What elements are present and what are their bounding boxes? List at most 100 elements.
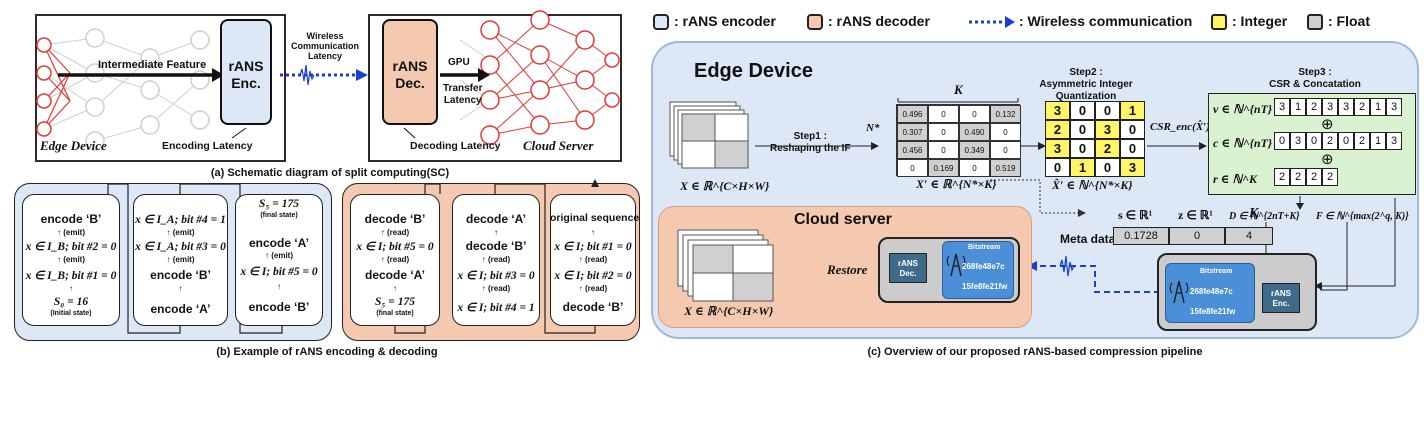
restore-label: Restore	[827, 262, 868, 277]
v-vector-cell: 1	[1370, 98, 1386, 116]
c-vector-cell: 0	[1274, 132, 1290, 150]
float-matrix-cell: 0	[928, 105, 959, 123]
oplus-1: ⊕	[1321, 116, 1334, 133]
oplus-2: ⊕	[1321, 151, 1334, 168]
enc2-line-1: ↑ (emit)	[166, 228, 195, 237]
int-matrix-cell: 0	[1070, 120, 1095, 139]
dec-col-2	[452, 194, 540, 326]
int-matrix-cell: 3	[1095, 120, 1120, 139]
cloud-bitstream-box	[942, 241, 1014, 299]
dec2-line-5: ↑ (read)	[481, 284, 511, 293]
float-matrix-cell: 0.307	[897, 123, 928, 141]
dec1-line-6: S₅ = 175	[375, 296, 415, 308]
step1-label-line1: Step1 :	[793, 131, 827, 142]
c-vector-cell: 0	[1306, 132, 1322, 150]
rans-dec-label-a2: Dec.	[395, 75, 425, 91]
dec-col-1-content: decode ‘B’ ↑ (read) x ∈ I; bit #5 = 0 ↑ …	[350, 194, 440, 326]
dec2-line-4: x ∈ I; bit #3 = 0	[457, 270, 535, 282]
enc1-line-2: x ∈ I_B; bit #2 = 0	[25, 241, 117, 253]
v-vector-cell: 2	[1306, 98, 1322, 116]
rans-enc-label-a2: Enc.	[231, 75, 261, 91]
dec1-line-1: ↑ (read)	[380, 228, 410, 237]
panel-a-cloud-frame	[368, 14, 622, 162]
enc-col-2	[133, 194, 228, 326]
dec-col-3	[550, 194, 636, 326]
legend-decoder-label: : rANS decoder	[828, 13, 930, 29]
enc3-line-0: S₅ = 175	[259, 198, 299, 210]
cloud-bitstream-line2: 15fe8fe21fw	[962, 282, 1008, 291]
r-vector-cell: 2	[1290, 168, 1306, 186]
edge-antenna-icon	[1168, 277, 1190, 310]
meta-header-z: z ∈ ℝ¹	[1178, 208, 1213, 222]
transfer-latency-line1: Transfer	[443, 83, 483, 94]
edge-rans-enc-line2: Enc.	[1272, 299, 1290, 308]
enc-col-3	[235, 194, 323, 326]
c-vector-cell: 1	[1370, 132, 1386, 150]
dec2-line-0: decode ‘A’	[465, 212, 527, 226]
int-matrix-cell: 0	[1120, 120, 1145, 139]
float-matrix-cell: 0.519	[990, 159, 1021, 177]
f-label: F ∈ ℕ^{max(2^q, K)}	[1316, 211, 1409, 222]
dec2-line-6: x ∈ I; bit #4 = 1	[457, 302, 535, 314]
dec3-line-2: x ∈ I; bit #1 = 0	[554, 241, 632, 253]
k-label-top: K	[954, 82, 963, 97]
int-matrix-cell: 0	[1095, 158, 1120, 177]
legend-integer-label: : Integer	[1232, 13, 1288, 29]
x-prime-label: X′ ∈ ℝ^{N*×K}	[916, 177, 997, 191]
int-matrix-cell: 3	[1120, 158, 1145, 177]
cloud-bitstream-title: Bitstream	[968, 244, 1001, 251]
enc-col-3-content: S₅ = 175 (final state) encode ‘A’ ↑ (emi…	[235, 194, 323, 326]
edge-rans-enc-line1: rANS	[1270, 289, 1291, 298]
enc1-line-5: ↑	[69, 284, 73, 293]
meta-value-s: 0.1728	[1113, 227, 1169, 245]
step3-label-line2: CSR & Concatation	[1269, 79, 1361, 90]
float-matrix-cell: 0	[990, 123, 1021, 141]
dec3-line-5: ↑ (read)	[578, 284, 608, 293]
n-star-label: N*	[866, 122, 880, 134]
v-vector-cell: 3	[1274, 98, 1290, 116]
enc3-line-1: (final state)	[260, 212, 298, 219]
meta-label: Meta data	[1060, 232, 1116, 246]
dec2-line-1: ↑	[494, 228, 498, 237]
enc1-line-4: x ∈ I_B; bit #1 = 0	[25, 270, 117, 282]
enc1-line-0: encode ‘B’	[40, 212, 102, 226]
cloud-bitstream-line1: 268fe48e7c	[962, 262, 1005, 271]
legend-wireless-icon	[969, 16, 1015, 28]
edge-device-label-a: Edge Device	[40, 138, 107, 153]
meta-value-z: 0	[1169, 227, 1225, 245]
dec1-line-3: ↑ (read)	[380, 255, 410, 264]
step1-label-line2: Reshaping the IF	[770, 143, 851, 154]
edge-bitstream-line1: 268fe48e7c	[1190, 287, 1233, 296]
dec1-line-0: decode ‘B’	[364, 212, 426, 226]
enc2-line-2: x ∈ I_A; bit #3 = 0	[135, 241, 226, 253]
csr-arrow	[1147, 142, 1207, 150]
dec1-line-5: ↑	[393, 284, 397, 293]
dec-col-2-content: decode ‘A’ ↑ decode ‘B’ ↑ (read) x ∈ I; …	[452, 194, 540, 326]
wireless-latency-line1: Wireless	[306, 31, 344, 41]
edge-bitstream-line2: 15fe8fe21fw	[1190, 307, 1236, 316]
wireless-latency-line3: Latency	[308, 51, 343, 61]
enc3-line-3: ↑ (emit)	[265, 251, 293, 260]
int-matrix-cell: 2	[1045, 120, 1070, 139]
caption-c: (c) Overview of our proposed rANS-based …	[867, 346, 1203, 358]
step3-label: Step3 : CSR & Concatation	[1240, 67, 1390, 91]
wireless-latency-label: Wireless Communication Latency	[291, 31, 359, 61]
edge-bitstream-title: Bitstream	[1200, 268, 1233, 275]
rans-enc-box-a	[220, 19, 272, 125]
r-vector-cell: 2	[1306, 168, 1322, 186]
float-matrix-cell: 0	[990, 141, 1021, 159]
int-matrix-cell: 0	[1070, 101, 1095, 120]
legend-wireless-label: : Wireless communication	[1019, 13, 1193, 29]
meta-header-k: K	[1249, 206, 1259, 221]
v-vector-cell: 3	[1338, 98, 1354, 116]
transfer-latency-label: Transfer Latency	[443, 83, 482, 107]
enc3-line-4: x ∈ I; bit #5 = 0	[240, 266, 318, 278]
transfer-latency-line2: Latency	[443, 95, 482, 106]
dec3-line-0: original sequence	[550, 212, 640, 224]
v-vector-cell: 3	[1322, 98, 1338, 116]
r-vector-cell: 2	[1322, 168, 1338, 186]
csr-enc-label: CSR_enc(X̂′)	[1150, 121, 1210, 133]
step2-label-line2: Asymmetric Integer Quantization	[1039, 79, 1133, 102]
